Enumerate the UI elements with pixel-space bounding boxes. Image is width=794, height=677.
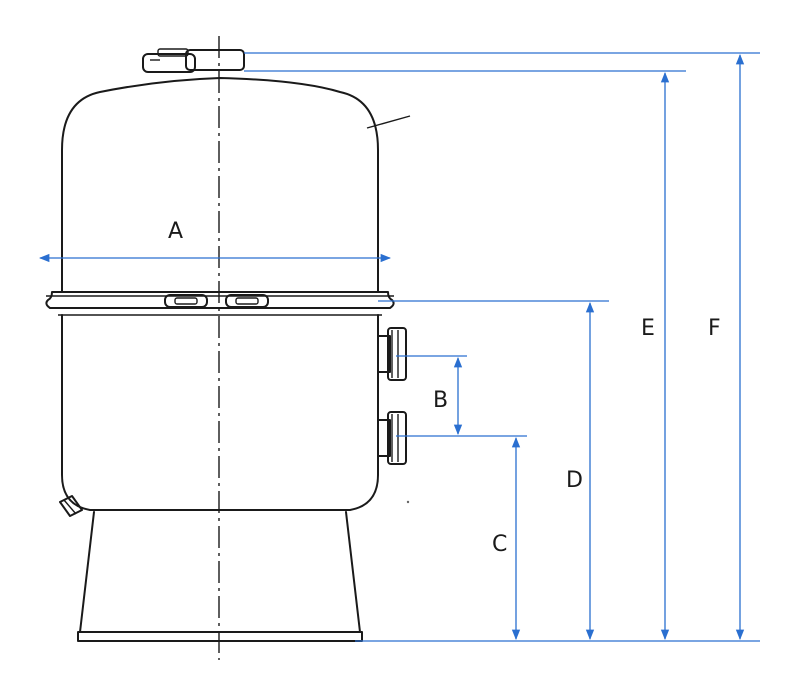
label-b: B: [433, 388, 448, 413]
sand-filter-tank: [45, 36, 411, 660]
label-e: E: [641, 316, 655, 341]
upper-side-port: [377, 327, 407, 381]
upper-shell: [61, 77, 379, 293]
label-c: C: [492, 532, 507, 557]
label-f: F: [708, 316, 721, 341]
dimension-lines: [38, 52, 760, 642]
leader-line: [366, 115, 411, 129]
dimension-labels: A B C D E F: [168, 219, 721, 557]
clamp-band: [45, 291, 395, 316]
speck: [406, 500, 410, 504]
label-d: D: [566, 468, 583, 493]
base-stand: [77, 511, 363, 642]
lower-shell: [61, 314, 379, 511]
drain-plug: [59, 495, 83, 517]
top-valve: [142, 48, 245, 73]
lower-side-port: [377, 411, 407, 465]
label-a: A: [168, 219, 183, 244]
